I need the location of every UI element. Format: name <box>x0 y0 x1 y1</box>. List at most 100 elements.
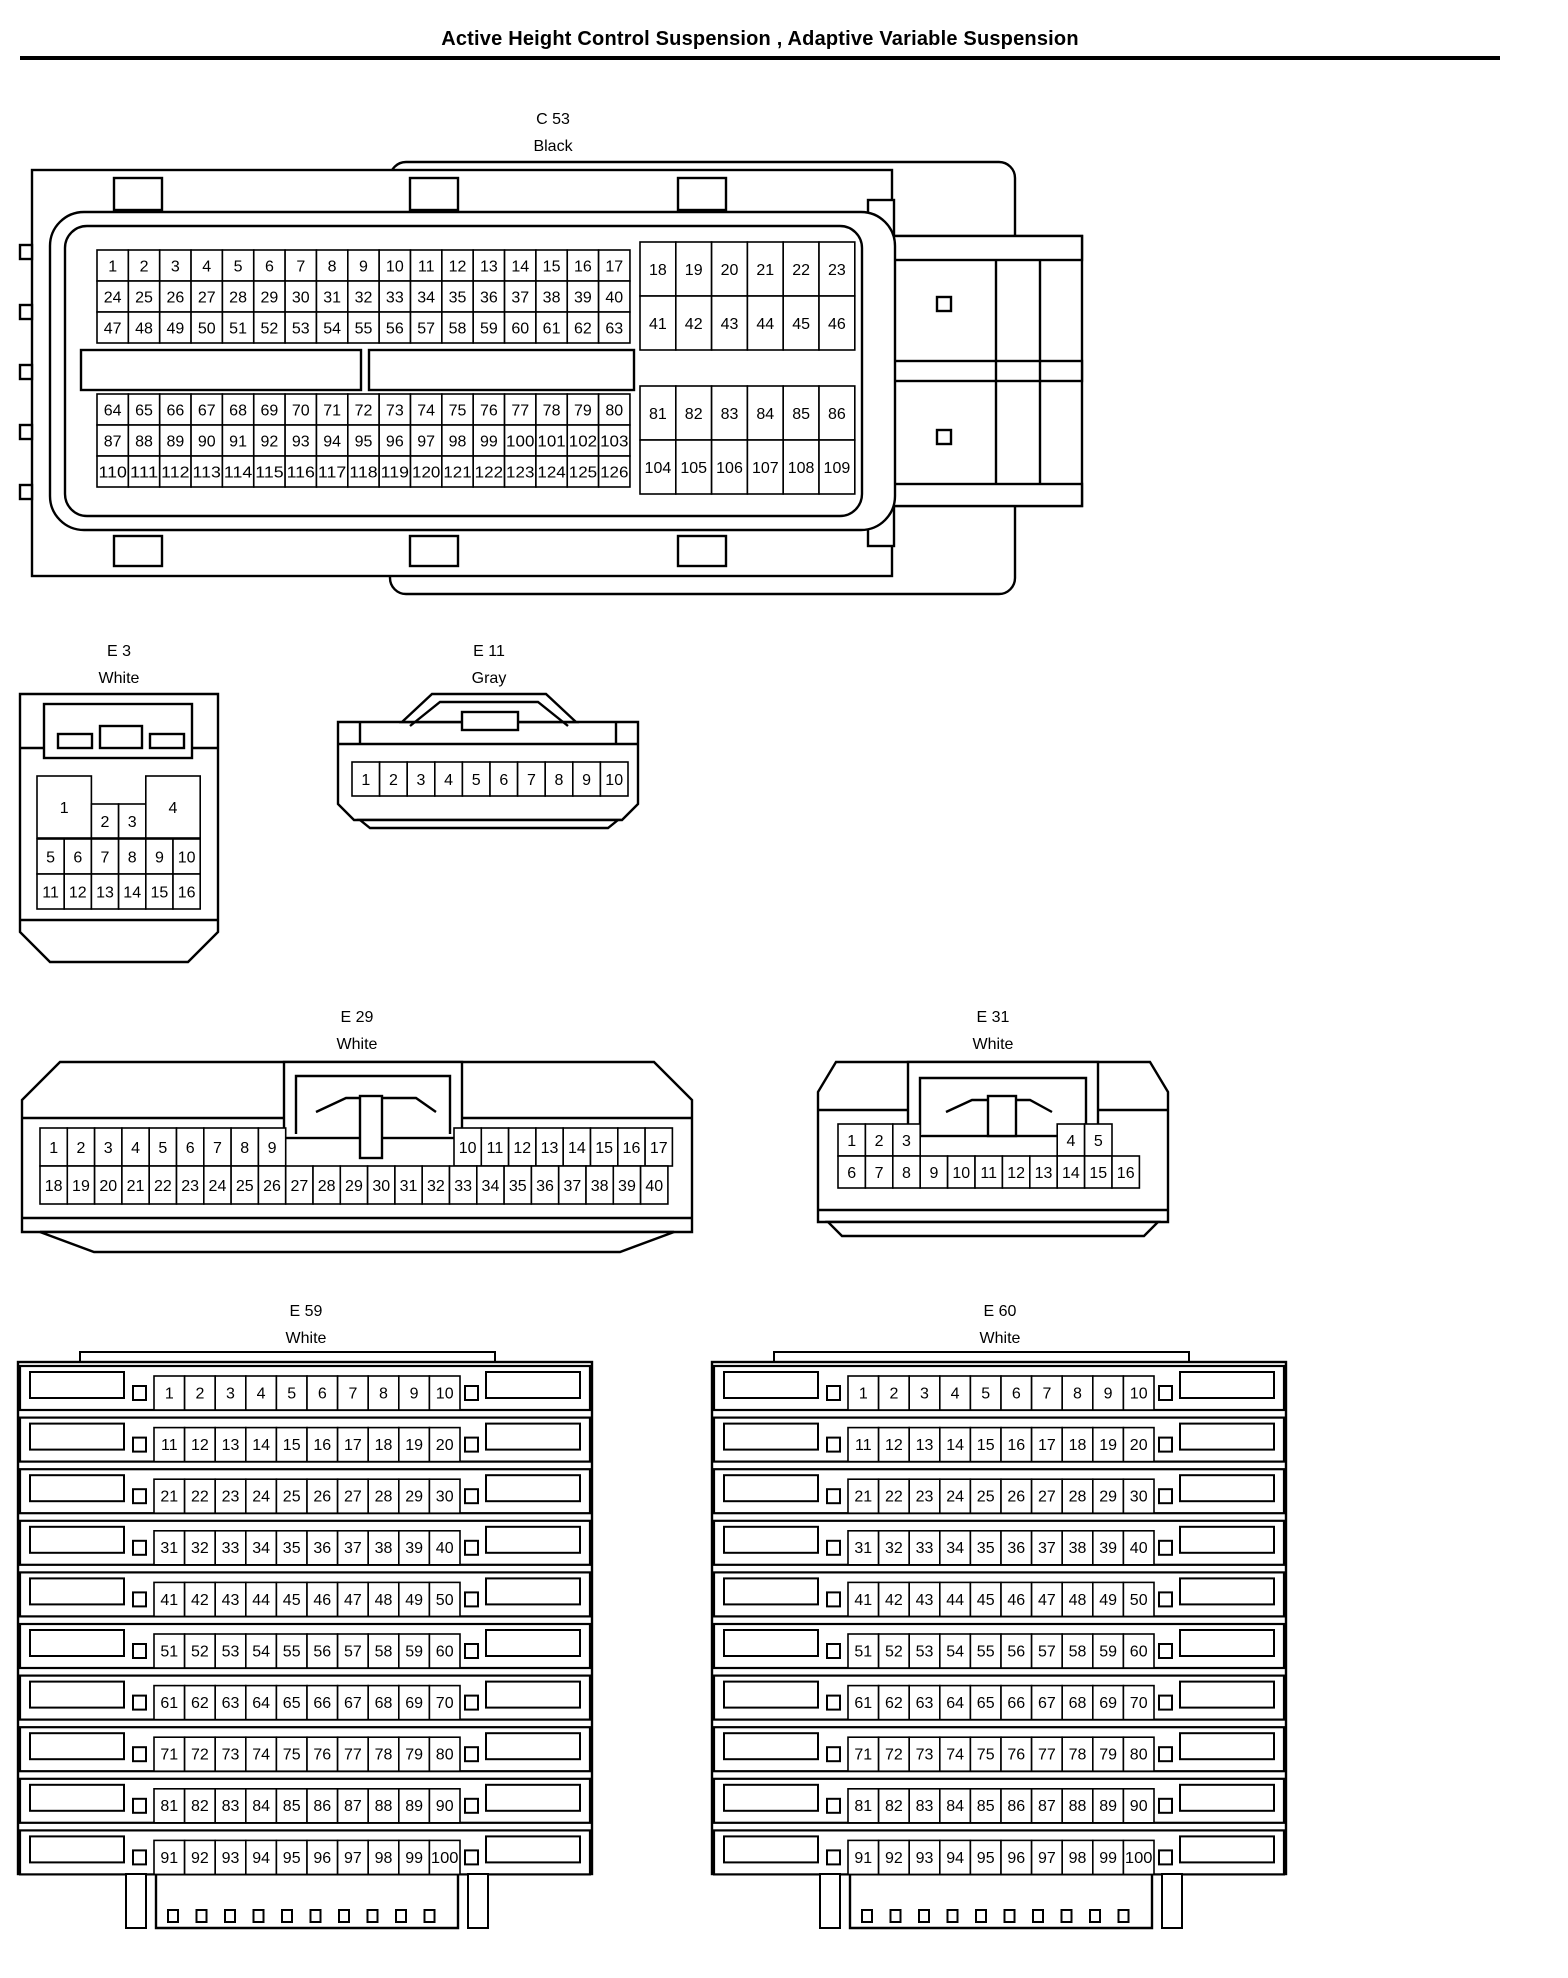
row-tab <box>29 1783 125 1812</box>
pin-cell: 8 <box>315 249 349 282</box>
pin-cell: 42 <box>674 295 713 351</box>
pin-cell: 17 <box>644 1127 674 1167</box>
pin-number: 40 <box>436 1540 454 1557</box>
pin-cavity <box>503 455 537 488</box>
pin-cell: 53 <box>284 311 318 344</box>
row-tab <box>723 1680 819 1709</box>
pin-cavity <box>214 1581 247 1618</box>
pin-number: 38 <box>543 289 561 306</box>
pin-number: 81 <box>160 1798 178 1815</box>
pin-cavity <box>585 1165 615 1205</box>
pin-cavity <box>639 439 677 495</box>
pin-number: 52 <box>191 1643 209 1660</box>
pin-cavity <box>1122 1530 1155 1566</box>
row-tab <box>29 1577 125 1606</box>
pin-number: 29 <box>1099 1489 1117 1506</box>
pin-number: 43 <box>222 1592 240 1609</box>
pin-number: 30 <box>436 1489 454 1506</box>
connector-id-label: E 29 <box>341 1009 374 1026</box>
pin-number: 79 <box>405 1747 423 1764</box>
pin-cell: 33 <box>908 1530 941 1566</box>
pin-cell: 70 <box>428 1684 461 1721</box>
pin-cell: 64 <box>245 1684 278 1721</box>
pin-number: 16 <box>574 258 592 275</box>
pin-cell: 12 <box>1001 1155 1031 1189</box>
pin-number: 67 <box>344 1695 362 1712</box>
pin-number: 99 <box>1099 1850 1117 1867</box>
pin-number: 94 <box>946 1850 964 1867</box>
connector-color-label: White <box>337 1036 378 1053</box>
pin-number: 118 <box>349 464 377 481</box>
pin-cell: 1 <box>36 775 93 839</box>
pin-number: 13 <box>480 258 498 275</box>
pin-cell: 10 <box>599 761 629 797</box>
pin-cell: 6 <box>175 1127 205 1167</box>
pin-cell: 111 <box>127 455 161 488</box>
pin-cell: 12 <box>441 249 475 282</box>
row-latch <box>464 1849 479 1866</box>
pin-cell: 67 <box>1030 1684 1063 1721</box>
pin-cell: 63 <box>597 311 631 344</box>
pin-cavity <box>214 1633 247 1669</box>
pin-number: 54 <box>252 1643 270 1660</box>
pin-number: 97 <box>344 1850 362 1867</box>
pin-cavity <box>367 1581 400 1618</box>
pin-cell: 21 <box>847 1478 880 1514</box>
pin-number: 27 <box>198 289 216 306</box>
pin-cavity <box>39 1165 69 1205</box>
pin-cell: 85 <box>969 1788 1002 1824</box>
pin-number: 9 <box>929 1165 938 1182</box>
pin-cavity <box>1061 1839 1094 1876</box>
pin-cavity <box>336 1426 370 1463</box>
pin-cell: 9 <box>397 1375 431 1411</box>
pin-number: 1 <box>108 258 117 275</box>
row-tab <box>723 1629 819 1657</box>
pin-number: 66 <box>166 402 184 419</box>
pin-cell: 30 <box>366 1165 396 1205</box>
row-latch <box>132 1385 147 1401</box>
pin-number: 1 <box>165 1385 174 1402</box>
pin-cell: 75 <box>441 393 475 426</box>
comb-tooth <box>918 1909 930 1923</box>
pin-cell: 122 <box>472 455 506 488</box>
pin-number: 80 <box>605 402 623 419</box>
pin-number: 15 <box>977 1437 995 1454</box>
row-latch <box>464 1488 479 1505</box>
pin-number: 4 <box>131 1140 140 1157</box>
pin-number: 43 <box>916 1592 934 1609</box>
pin-number: 42 <box>191 1592 209 1609</box>
pin-cell: 58 <box>1061 1633 1094 1669</box>
pin-cell: 97 <box>336 1839 370 1876</box>
pin-cavity <box>158 424 192 457</box>
pin-cell: 76 <box>1000 1736 1033 1772</box>
pin-cell: 50 <box>428 1581 461 1618</box>
pin-number: 4 <box>951 1385 960 1402</box>
pin-cavity <box>397 1839 431 1876</box>
row-latch <box>132 1436 147 1453</box>
pin-cavity <box>397 1581 431 1618</box>
pin-number: 22 <box>154 1178 172 1195</box>
pin-cell: 41 <box>847 1581 880 1618</box>
row-tab <box>485 1783 581 1812</box>
pin-cavity <box>1092 1478 1125 1514</box>
pin-cell: 9 <box>145 838 174 875</box>
pin-cell: 87 <box>1030 1788 1063 1824</box>
pin-cavity <box>245 1581 278 1618</box>
pin-cell: 3 <box>117 803 147 839</box>
pin-cavity <box>974 1155 1004 1189</box>
pin-cell: 39 <box>1092 1530 1125 1566</box>
pin-number: 1 <box>361 772 370 789</box>
pin-cell: 10 <box>428 1375 461 1411</box>
pin-cell: 61 <box>153 1684 186 1721</box>
pin-cell: 79 <box>1092 1736 1125 1772</box>
pin-cell: 51 <box>221 311 255 344</box>
pin-number: 50 <box>436 1592 454 1609</box>
pin-number: 120 <box>412 464 440 481</box>
pin-cavity <box>448 1165 478 1205</box>
pin-cavity <box>639 241 677 297</box>
pin-cell: 80 <box>1122 1736 1155 1772</box>
pin-number: 63 <box>222 1695 240 1712</box>
pin-cavity <box>336 1633 370 1669</box>
pin-cavity <box>190 455 224 488</box>
